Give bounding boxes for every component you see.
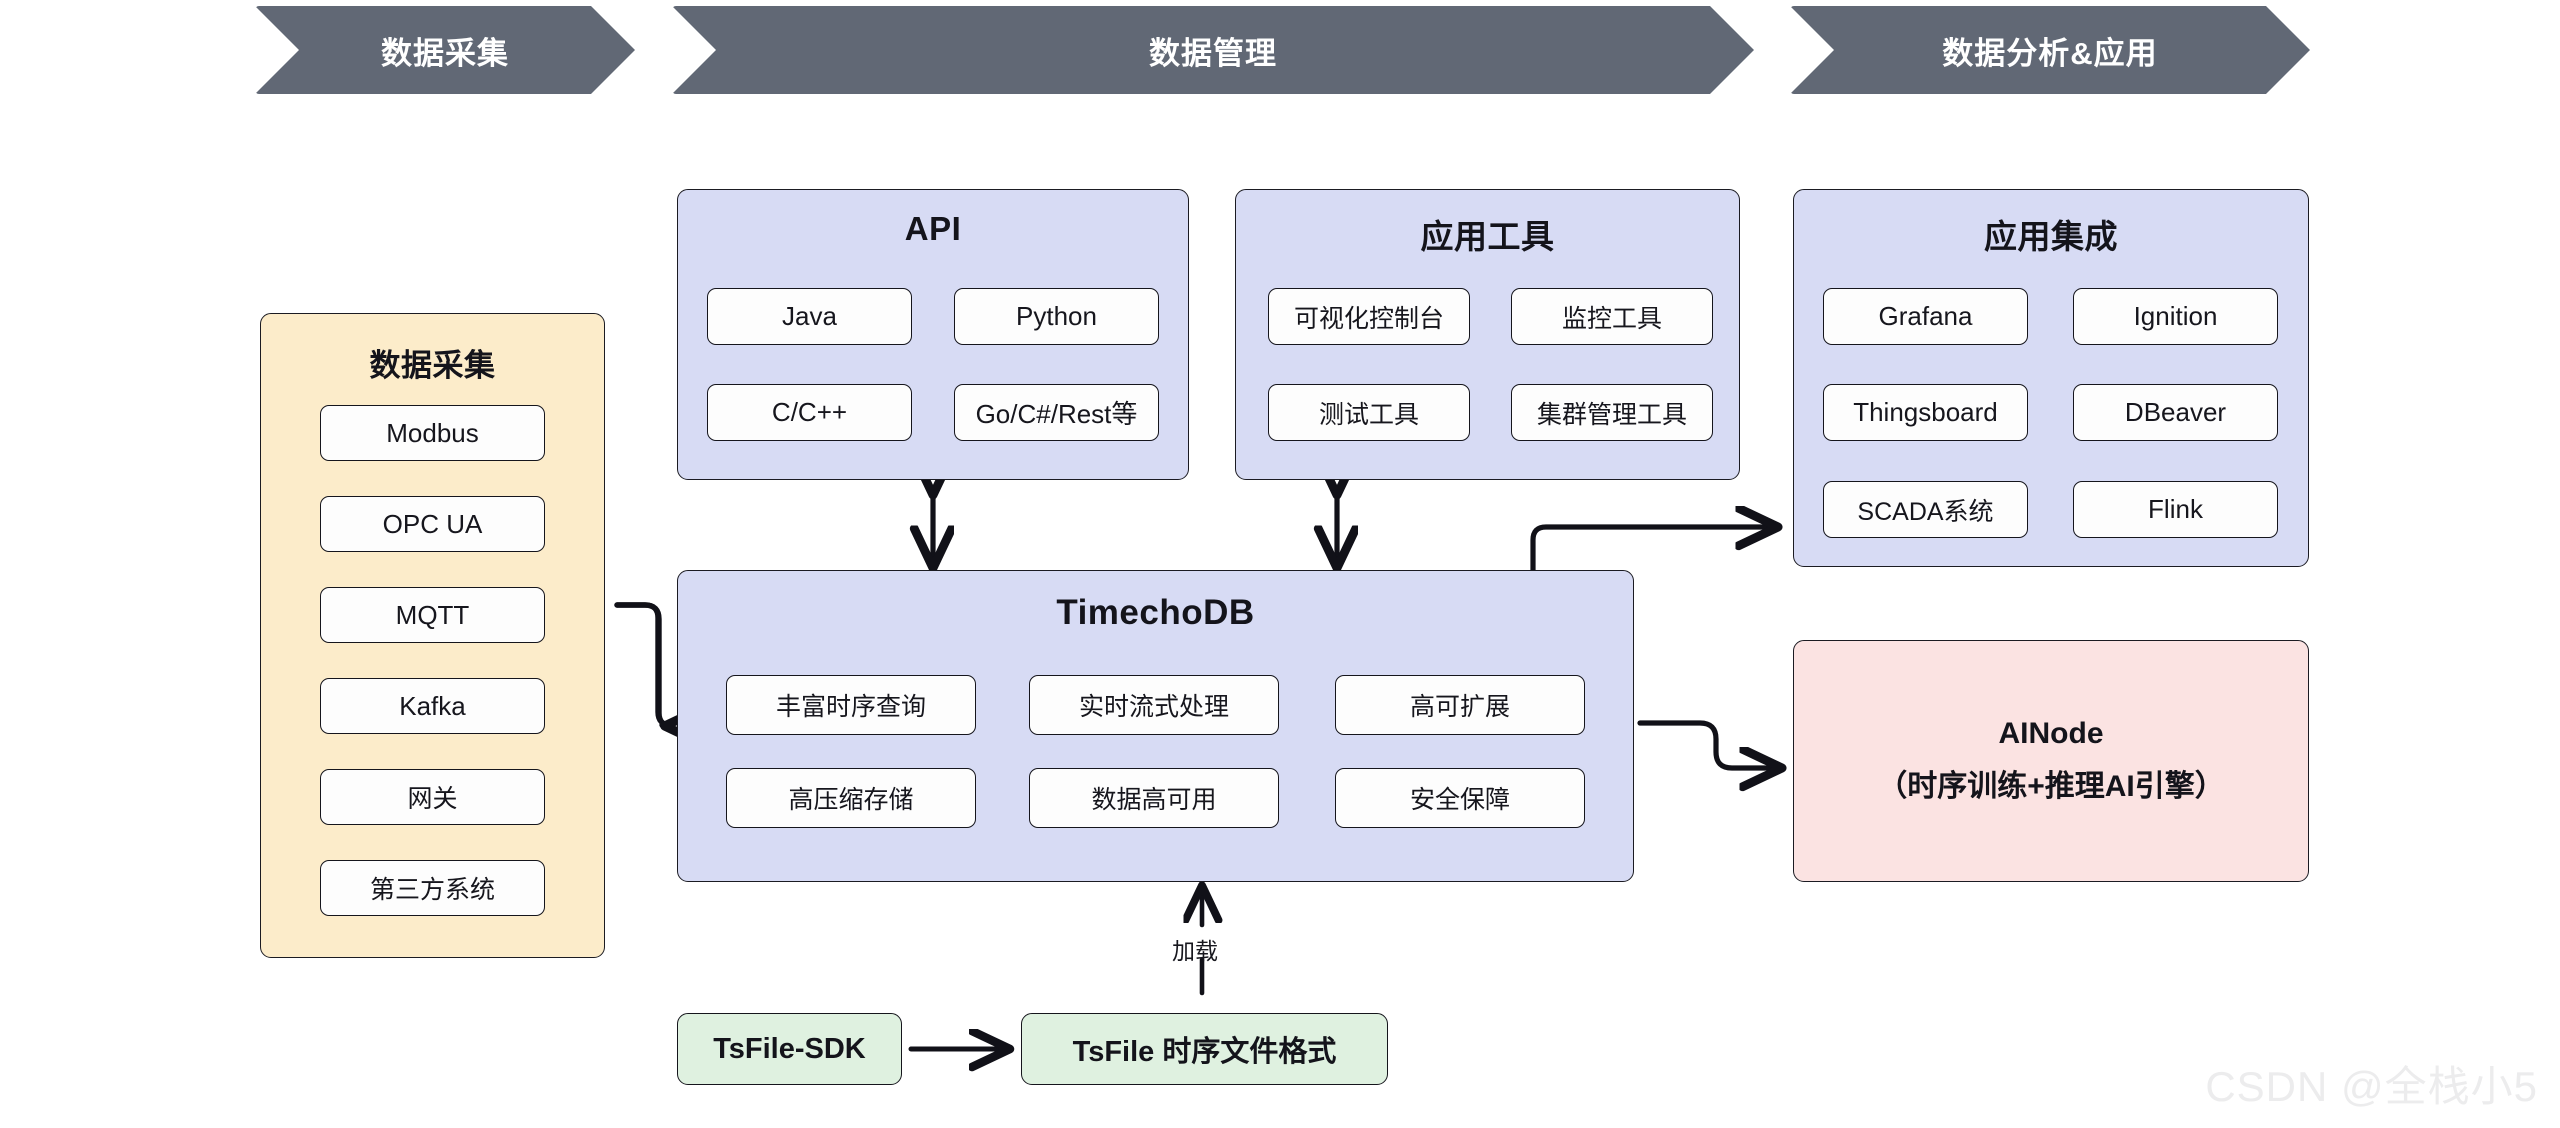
- chip-security-assurance[interactable]: 安全保障: [1335, 768, 1585, 828]
- ainode-title: AINode: [1998, 717, 2104, 750]
- box-tsfile-sdk[interactable]: TsFile-SDK: [677, 1013, 902, 1085]
- chip-ignition[interactable]: Ignition: [2073, 288, 2278, 345]
- chip-rich-timeseries-query[interactable]: 丰富时序查询: [726, 675, 976, 735]
- panel-title: TimechoDB: [1056, 593, 1255, 632]
- banner-data-collection: 数据采集: [255, 6, 635, 94]
- chip-grafana[interactable]: Grafana: [1823, 288, 2028, 345]
- label-load: 加载: [1172, 938, 1218, 964]
- chip-cluster-management-tool[interactable]: 集群管理工具: [1511, 384, 1713, 441]
- ainode-subtitle: （时序训练+推理AI引擎）: [1877, 770, 2225, 803]
- chip-modbus[interactable]: Modbus: [320, 405, 545, 461]
- chip-realtime-stream-processing[interactable]: 实时流式处理: [1029, 675, 1279, 735]
- chip-data-high-availability[interactable]: 数据高可用: [1029, 768, 1279, 828]
- link-core-to-ainode: [1637, 720, 1779, 768]
- chip-test-tool[interactable]: 测试工具: [1268, 384, 1470, 441]
- banner-label: 数据分析&应用: [1942, 35, 2158, 71]
- panel-title: API: [904, 210, 962, 247]
- banner-data-management: 数据管理: [672, 6, 1754, 94]
- chip-high-compression-storage[interactable]: 高压缩存储: [726, 768, 976, 828]
- ainode-text-block: AINode （时序训练+推理AI引擎）: [1794, 641, 2308, 881]
- link-core-to-integration: [1530, 527, 1775, 573]
- chip-mqtt[interactable]: MQTT: [320, 587, 545, 643]
- link-collection-to-core: [614, 602, 674, 728]
- chip-gateway[interactable]: 网关: [320, 769, 545, 825]
- chip-c-cpp[interactable]: C/C++: [707, 384, 912, 441]
- panel-title: 数据采集: [369, 348, 496, 383]
- banner-label: 数据管理: [1149, 35, 1277, 71]
- panel-title: 应用集成: [1984, 218, 2118, 255]
- chip-java[interactable]: Java: [707, 288, 912, 345]
- chip-third-party-system[interactable]: 第三方系统: [320, 860, 545, 916]
- banner-data-analysis: 数据分析&应用: [1790, 6, 2310, 94]
- banner-label: 数据采集: [381, 35, 509, 71]
- chip-high-scalability[interactable]: 高可扩展: [1335, 675, 1585, 735]
- chip-visual-console[interactable]: 可视化控制台: [1268, 288, 1470, 345]
- chip-monitoring-tool[interactable]: 监控工具: [1511, 288, 1713, 345]
- watermark: CSDN @全栈小5: [2205, 1063, 2538, 1110]
- chip-opc-ua[interactable]: OPC UA: [320, 496, 545, 552]
- chip-python[interactable]: Python: [954, 288, 1159, 345]
- chip-thingsboard[interactable]: Thingsboard: [1823, 384, 2028, 441]
- chip-scada-system[interactable]: SCADA系统: [1823, 481, 2028, 538]
- panel-title: 应用工具: [1420, 218, 1555, 255]
- chip-dbeaver[interactable]: DBeaver: [2073, 384, 2278, 441]
- chip-go-csharp-rest[interactable]: Go/C#/Rest等: [954, 384, 1159, 441]
- chip-flink[interactable]: Flink: [2073, 481, 2278, 538]
- box-tsfile-format[interactable]: TsFile 时序文件格式: [1021, 1013, 1388, 1085]
- panel-ainode: AINode （时序训练+推理AI引擎）: [1793, 640, 2309, 882]
- chip-kafka[interactable]: Kafka: [320, 678, 545, 734]
